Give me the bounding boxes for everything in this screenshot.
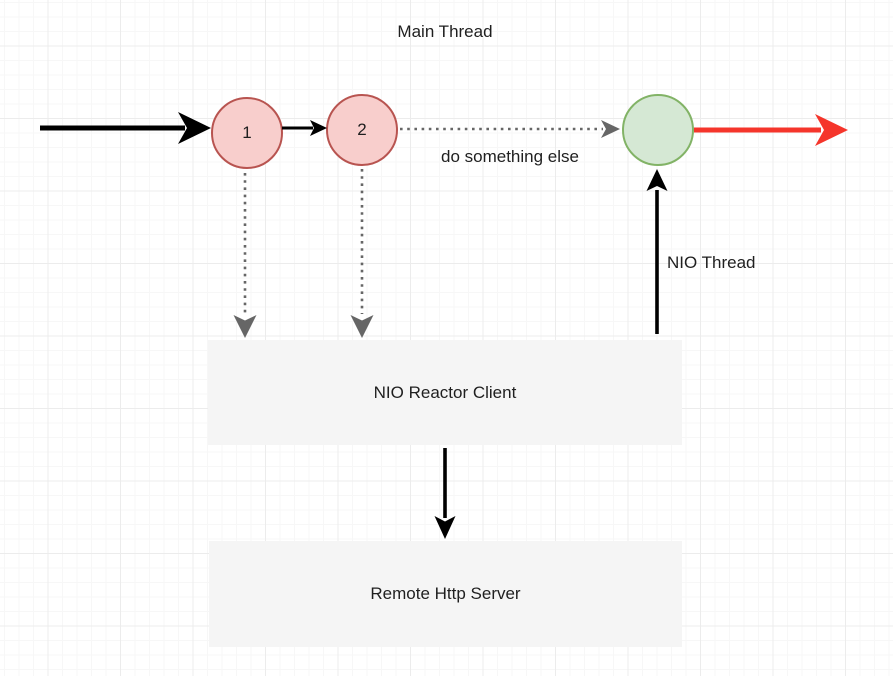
do-something-else-label: do something else: [441, 147, 579, 166]
nio-thread-up-arrow: [646, 169, 668, 334]
step-1-node: 1: [211, 97, 283, 169]
step1-to-step2-arrow: [282, 120, 327, 136]
remote-http-server-label: Remote Http Server: [370, 584, 521, 603]
step-2-node: 2: [326, 94, 398, 166]
done-node: [622, 94, 694, 166]
step-1-label: 1: [242, 123, 252, 142]
main-thread-out-arrow: [694, 114, 848, 146]
main-thread-in-arrow: [40, 112, 211, 144]
nio-thread-label: NIO Thread: [667, 253, 756, 272]
step2-to-done-arrow: [400, 120, 620, 138]
main-thread-label: Main Thread: [397, 22, 493, 41]
remote-http-server-box: Remote Http Server: [209, 541, 682, 647]
step-2-label: 2: [357, 120, 367, 139]
step1-to-reactor-arrow: [233, 173, 257, 338]
nio-reactor-client-label: NIO Reactor Client: [373, 382, 517, 402]
step2-to-reactor-arrow: [350, 169, 374, 338]
nio-reactor-client-box: NIO Reactor Client: [208, 340, 682, 445]
reactor-to-server-arrow: [434, 448, 456, 539]
